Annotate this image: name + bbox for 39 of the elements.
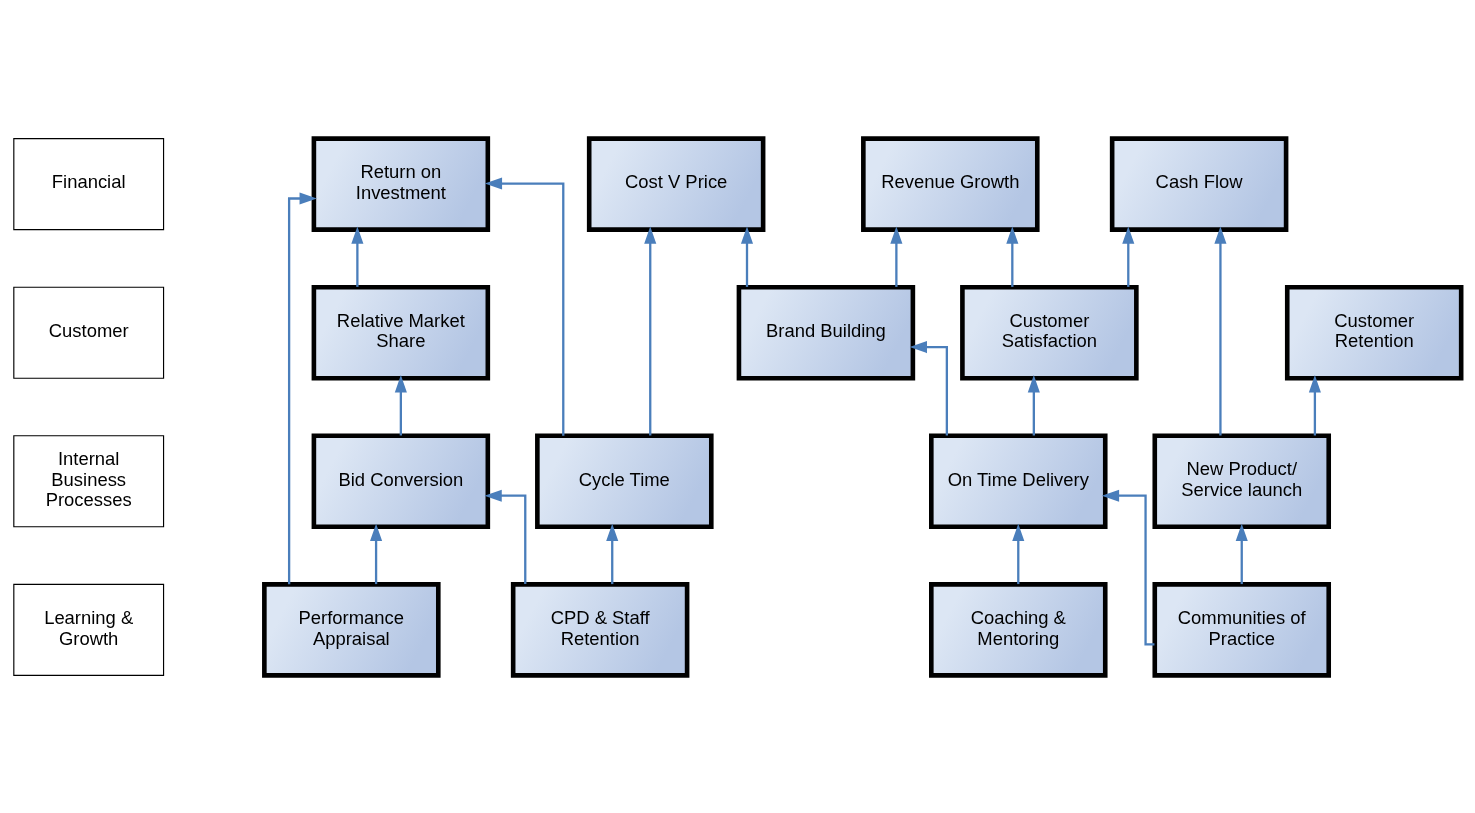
node-box: CPD & Staff Retention (510, 581, 690, 678)
arrow (1012, 523, 1025, 584)
arrow (1214, 225, 1227, 435)
node-box: Bid Conversion (311, 433, 491, 529)
arrow (606, 523, 619, 584)
arrow (1101, 489, 1155, 645)
arrow (1006, 226, 1019, 287)
node-box: New Product/ Service launch (1152, 433, 1331, 529)
arrow (484, 489, 527, 584)
arrow (287, 191, 317, 584)
node-box: Communities of Practice (1152, 581, 1331, 678)
arrow (1308, 374, 1321, 435)
node-box: Financial (13, 137, 165, 230)
arrow (1027, 374, 1040, 435)
node-box: On Time Delivery (929, 433, 1108, 529)
arrow (909, 340, 948, 435)
arrow (1235, 523, 1248, 584)
arrow (484, 176, 565, 436)
node-box: Learning & Growth (13, 583, 165, 676)
arrow (890, 226, 903, 287)
arrow (1122, 226, 1135, 287)
arrow (394, 374, 407, 435)
arrow (740, 226, 754, 287)
node-box: Cycle Time (535, 433, 714, 529)
node-box: Cash Flow (1109, 135, 1289, 232)
node-box: Customer Retention (1284, 284, 1464, 380)
node-box: Cost V Price (586, 135, 766, 232)
arrow (644, 225, 657, 435)
node-box: Customer (13, 286, 165, 379)
node-box: Revenue Growth (861, 135, 1040, 232)
node-box: Return on Investment (311, 135, 491, 232)
arrow (370, 523, 383, 584)
node-box: Coaching & Mentoring (929, 581, 1108, 678)
arrow (351, 226, 364, 287)
node-box: Internal Business Processes (13, 434, 165, 527)
node-box: Performance Appraisal (262, 581, 441, 678)
node-box: Brand Building (736, 284, 916, 380)
node-box: Customer Satisfaction (960, 284, 1139, 380)
node-box: Relative Market Share (311, 284, 491, 380)
